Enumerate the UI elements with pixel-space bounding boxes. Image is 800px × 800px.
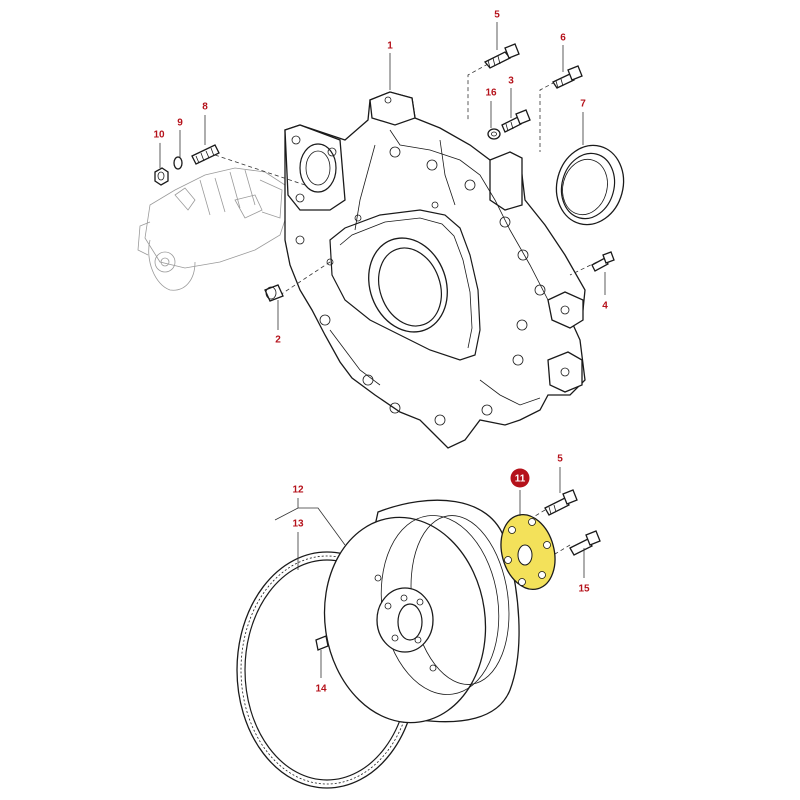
stud-8 — [191, 144, 220, 165]
callout-5-bottom-number: 5 — [557, 454, 563, 465]
callout-10[interactable]: 10 — [150, 125, 168, 143]
callout-16[interactable]: 16 — [482, 83, 500, 101]
callout-7-number: 7 — [580, 99, 586, 110]
callout-2-number: 2 — [275, 335, 281, 346]
callout-14-number: 14 — [315, 684, 327, 695]
bolt-15 — [569, 530, 601, 556]
callout-6-number: 6 — [560, 33, 566, 44]
nut-10 — [154, 167, 169, 186]
callout-3-number: 3 — [508, 76, 514, 87]
callout-13-number: 13 — [292, 519, 304, 530]
callout-8[interactable]: 8 — [197, 98, 213, 114]
callout-1[interactable]: 1 — [382, 37, 398, 53]
callout-2[interactable]: 2 — [270, 331, 286, 347]
bolt-6 — [552, 65, 583, 89]
callout-5-top-number: 5 — [494, 10, 500, 21]
washer-9 — [173, 156, 183, 170]
dowel-14 — [315, 635, 329, 651]
bolt-4 — [591, 251, 615, 272]
flywheel-12 — [323, 499, 520, 724]
callout-1-number: 1 — [387, 41, 393, 52]
bolt-3 — [501, 109, 531, 133]
bolt-5-bottom — [544, 489, 578, 516]
callout-11-highlighted[interactable]: 11 — [510, 468, 530, 488]
callout-6[interactable]: 6 — [555, 29, 571, 45]
callout-10-number: 10 — [153, 130, 165, 141]
plate-11-highlighted — [500, 514, 556, 590]
callout-13[interactable]: 13 — [289, 514, 307, 532]
callout-9-number: 9 — [177, 118, 183, 129]
starter-motor-ghost — [137, 167, 291, 291]
callout-15[interactable]: 15 — [575, 579, 593, 597]
dowel-2 — [264, 284, 284, 302]
callout-15-number: 15 — [578, 584, 590, 595]
callout-11-number: 11 — [515, 474, 526, 485]
assembly-lines — [214, 63, 598, 561]
callouts: 1 2 3 4 5 6 7 8 — [150, 6, 613, 697]
callout-12-number: 12 — [292, 485, 304, 496]
flywheel-housing — [284, 91, 586, 449]
callout-12[interactable]: 12 — [289, 480, 307, 498]
leader-lines — [159, 22, 606, 678]
seal-7 — [555, 144, 625, 226]
callout-4-number: 4 — [602, 301, 608, 312]
callout-14[interactable]: 14 — [312, 679, 330, 697]
washer-16 — [487, 128, 501, 140]
callout-9[interactable]: 9 — [172, 114, 188, 130]
callout-5-bottom[interactable]: 5 — [552, 450, 568, 466]
callout-5-top[interactable]: 5 — [489, 6, 505, 22]
bolt-5-top — [483, 43, 520, 69]
callout-7[interactable]: 7 — [575, 95, 591, 111]
callout-16-number: 16 — [485, 88, 497, 99]
callout-4[interactable]: 4 — [597, 297, 613, 313]
callout-3[interactable]: 3 — [503, 72, 519, 88]
callout-8-number: 8 — [202, 102, 208, 113]
